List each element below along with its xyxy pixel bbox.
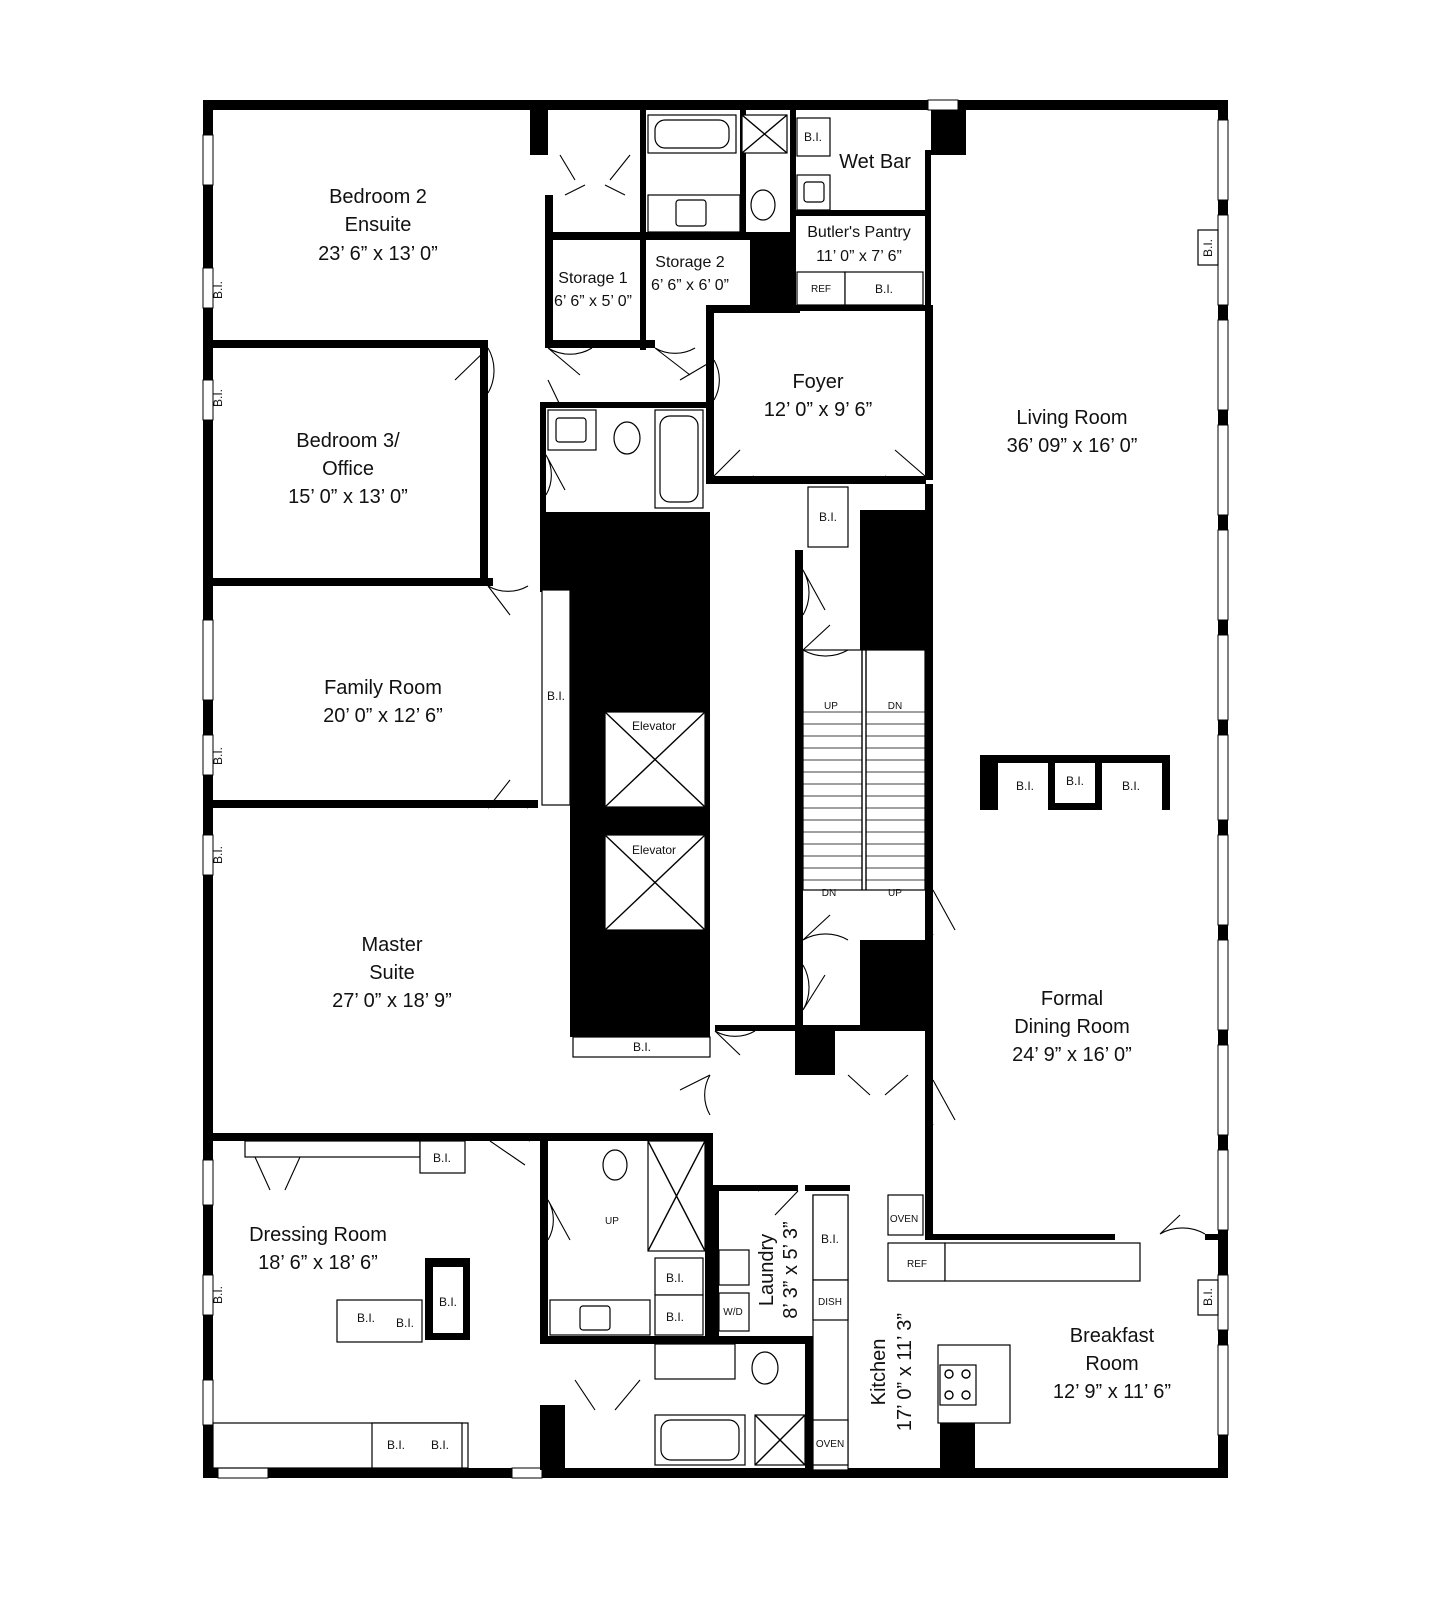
dining-name: Formal (1041, 988, 1103, 1010)
bi-label: B.I. (666, 1271, 684, 1285)
kitchen-name: Kitchen (868, 1339, 890, 1406)
bi-label: B.I. (819, 510, 837, 524)
oven-label: OVEN (816, 1439, 844, 1450)
master-dims: 27’ 0” x 18’ 9” (332, 990, 452, 1012)
bedroom2-name: Bedroom 2 (329, 186, 427, 208)
fixtures (212, 114, 1219, 1471)
living-name: Living Room (1016, 407, 1127, 429)
master-name2: Suite (369, 962, 415, 984)
stair-up-label: UP (888, 888, 902, 899)
bi-label: B.I. (804, 130, 822, 144)
dining-name2: Dining Room (1014, 1016, 1130, 1038)
dressing-dims: 18’ 6” x 18’ 6” (258, 1252, 378, 1274)
storage2-dims: 6’ 6” x 6’ 0” (651, 277, 729, 294)
bi-label: B.I. (875, 282, 893, 296)
master-name: Master (361, 934, 422, 956)
breakfast-dims: 12’ 9” x 11’ 6” (1053, 1381, 1171, 1403)
bedroom3-name: Bedroom 3/ (296, 430, 400, 452)
wetbar-name: Wet Bar (839, 151, 911, 173)
bi-label: B.I. (439, 1295, 457, 1309)
dressing-name: Dressing Room (249, 1224, 387, 1246)
bi-label: B.I. (396, 1316, 414, 1330)
storage2-name: Storage 2 (655, 254, 724, 271)
foyer-dims: 12’ 0” x 9’ 6” (764, 399, 873, 421)
bi-label: B.I. (211, 389, 225, 407)
bi-label: B.I. (1201, 239, 1215, 257)
kitchen-dims: 17’ 0” x 11’ 3” (894, 1313, 916, 1431)
bi-label: B.I. (433, 1151, 451, 1165)
bi-label: B.I. (211, 846, 225, 864)
foyer-name: Foyer (792, 371, 843, 393)
family-dims: 20’ 0” x 12’ 6” (323, 705, 443, 727)
bi-label: B.I. (1016, 779, 1034, 793)
stair-dn-label: DN (888, 701, 902, 712)
bi-label: B.I. (211, 1286, 225, 1304)
living-dims: 36’ 09” x 16’ 0” (1007, 435, 1138, 457)
elevator-label: Elevator (632, 719, 676, 733)
bedroom2-name2: Ensuite (345, 214, 412, 236)
ref-label: REF (811, 284, 831, 295)
stair-up-label: UP (824, 701, 838, 712)
oven-label: OVEN (890, 1214, 918, 1225)
elevator-label: Elevator (632, 843, 676, 857)
family-name: Family Room (324, 677, 442, 699)
bi-label: B.I. (1122, 779, 1140, 793)
butlers-dims: 11’ 0” x 7’ 6” (816, 248, 902, 265)
bi-label: B.I. (211, 281, 225, 299)
bi-label: B.I. (357, 1311, 375, 1325)
breakfast-name: Breakfast (1070, 1325, 1155, 1347)
storage1-dims: 6’ 6” x 5’ 0” (554, 293, 632, 310)
ref-label: REF (907, 1259, 927, 1270)
fixture-labels: B.I. B.I. B.I. B.I. B.I. B.I. B.I. B.I. … (211, 130, 1215, 1452)
dining-dims: 24’ 9” x 16’ 0” (1012, 1044, 1132, 1066)
breakfast-name2: Room (1085, 1353, 1138, 1375)
bi-label: B.I. (821, 1232, 839, 1246)
bi-label: B.I. (431, 1438, 449, 1452)
bi-label: B.I. (666, 1310, 684, 1324)
laundry-name: Laundry (756, 1234, 778, 1306)
bedroom2-dims: 23’ 6” x 13’ 0” (318, 243, 438, 265)
bi-label: B.I. (633, 1040, 651, 1054)
exterior-walls (202, 99, 1229, 1479)
dish-label: DISH (818, 1297, 842, 1308)
laundry-dims: 8’ 3” x 5’ 3” (780, 1221, 802, 1318)
storage1-name: Storage 1 (558, 270, 627, 287)
step-up-label: UP (605, 1216, 619, 1227)
bi-label: B.I. (1201, 1288, 1215, 1306)
bi-label: B.I. (387, 1438, 405, 1452)
room-labels: Bedroom 2 Ensuite 23’ 6” x 13’ 0” Bedroo… (249, 151, 1171, 1431)
bi-label: B.I. (211, 747, 225, 765)
stair-dn-label: DN (822, 888, 836, 899)
butlers-name: Butler's Pantry (807, 224, 911, 241)
doors (254, 154, 1206, 1411)
washer-dryer-label: W/D (723, 1307, 742, 1318)
bedroom3-dims: 15’ 0” x 13’ 0” (288, 486, 408, 508)
bi-label: B.I. (1066, 774, 1084, 788)
bedroom3-name2: Office (322, 458, 374, 480)
bi-label: B.I. (547, 689, 565, 703)
